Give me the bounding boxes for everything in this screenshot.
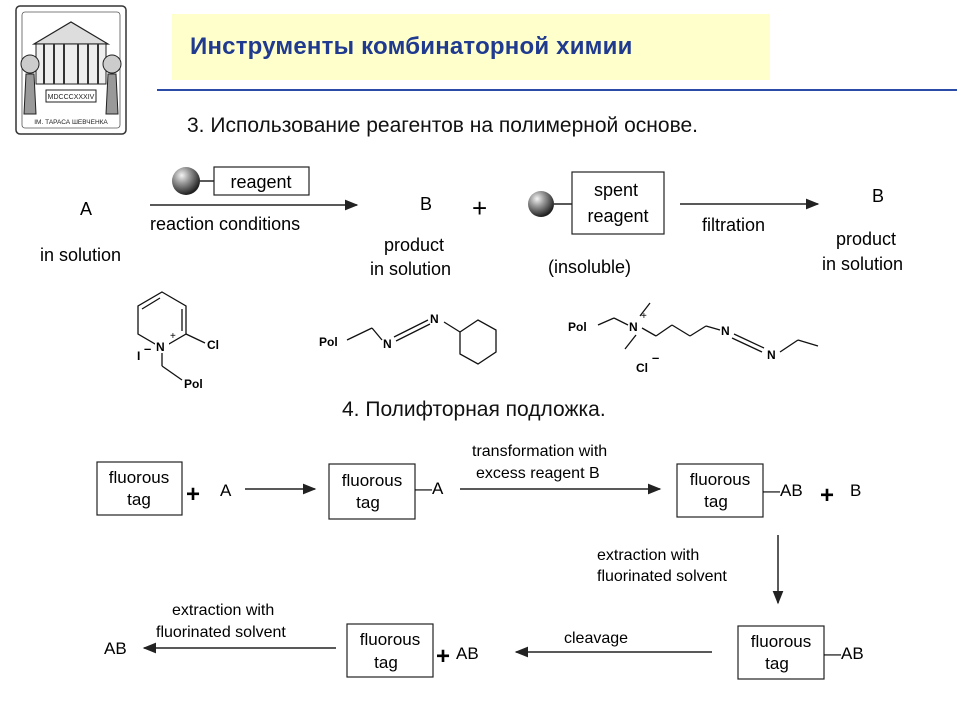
ammonium-charge: + [641,311,647,322]
transformation-label-2: excess reagent B [476,465,600,482]
iodide-charge: – [144,341,151,356]
reactant-a: A [80,199,92,219]
final-product-ab: AB [104,639,127,658]
product-b-1: B [420,194,432,214]
chloride-charge: – [652,350,659,365]
product-b-2-sub2: in solution [822,254,903,274]
fluorous-tag-box-3 [676,463,764,518]
pyridinium-cl: Cl [207,338,219,352]
reaction-conditions-label: reaction conditions [150,214,300,234]
fluorous-tag-box-1 [96,461,183,516]
polymer-bead-icon-2 [528,191,554,217]
cleaved-ab: AB [456,644,479,663]
reactant-a-sub: in solution [40,245,121,265]
iodide-ion: I [137,349,140,363]
product-b-1-sub2: in solution [370,259,451,279]
plus-sign: + [472,193,487,223]
extraction-label-1: extraction with [597,547,699,564]
ammonium-n: N [629,320,638,334]
fluorous-tag-box-2 [328,463,416,520]
tag-ab-bond-2: —AB [824,644,864,663]
plus-sign-2: + [820,482,834,509]
tag-ab-bond-1: —AB [763,481,803,500]
ammonium-n2: N [767,348,776,362]
spent-reagent-label: reagent [587,206,648,226]
title-divider [157,89,957,91]
spent-label: spent [594,180,638,200]
fluorous-tag-box-4 [737,625,825,680]
fluorous-tag-3-line1: fluorous [690,470,750,489]
product-b-2-sub1: product [836,229,896,249]
extraction-label-2: fluorinated solvent [597,568,727,585]
transformation-label-1: transformation with [472,443,607,460]
tag-a-bond: —A [415,479,444,498]
fluorous-tag-5-line1: fluorous [360,630,420,649]
ammonium-carbodiimide-structure [597,302,819,353]
fluorous-tag-2-line1: fluorous [342,471,402,490]
fluorous-tag-3-line2: tag [704,492,728,511]
carbodiimide-n2: N [430,312,439,326]
fluorous-tag-box-5 [346,623,434,678]
logo-caption: ІМ. ТАРАСА ШЕВЧЕНКА [34,119,108,126]
ammonium-pol: Pol [568,320,587,334]
section-4-heading: 4. Полифторная подложка. [342,398,606,421]
ammonium-n1: N [721,324,730,338]
university-logo: MDCCCXXXIV ІМ. ТАРАСА ШЕВЧЕНКА [14,4,128,136]
cleavage-label: cleavage [564,630,628,647]
plus-sign-1: + [186,481,200,508]
product-b-1-sub1: product [384,235,444,255]
pyridinium-n: N [156,340,165,354]
filtration-label: filtration [702,215,765,235]
fluorous-tag-4-line2: tag [765,654,789,673]
extraction-left-label-1: extraction with [172,602,274,619]
pyridinium-charge: + [170,331,176,342]
reactant-a-2: A [220,481,232,500]
carbodiimide-n1: N [383,337,392,351]
product-b-2: B [872,186,884,206]
fluorous-tag-1-line2: tag [127,490,151,509]
logo-roman-numeral: MDCCCXXXIV [48,94,95,101]
fluorous-tag-5-line2: tag [374,653,398,672]
polymer-bead-icon [172,167,200,195]
insoluble-label: (insoluble) [548,257,631,277]
spent-reagent-box [571,171,665,235]
title-box: Инструменты комбинаторной химии [172,14,770,80]
page-title: Инструменты комбинаторной химии [190,33,633,60]
fluorous-tag-2-line2: tag [356,493,380,512]
excess-b: B [850,481,861,500]
fluorous-tag-1-line1: fluorous [109,468,169,487]
chloride-ion: Cl [636,361,648,375]
pyridinium-pol: Pol [184,377,203,391]
reagent-label: reagent [230,172,291,192]
carbodiimide-pol: Pol [319,335,338,349]
carbodiimide-structure [346,319,497,365]
section-3-heading: 3. Использование реагентов на полимерной… [187,114,699,137]
reagent-box [213,166,310,196]
extraction-left-label-2: fluorinated solvent [156,624,286,641]
plus-sign-3: + [436,643,450,670]
fluorous-tag-4-line1: fluorous [751,632,811,651]
